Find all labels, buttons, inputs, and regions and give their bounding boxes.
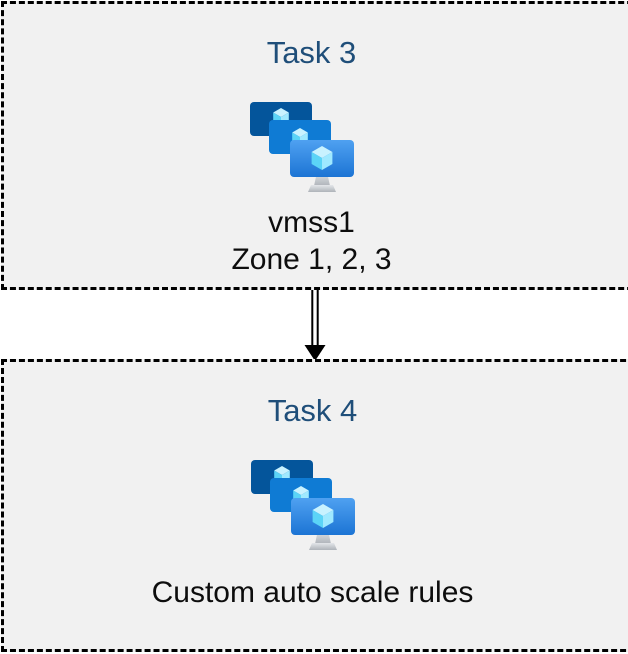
arrowhead-icon — [304, 345, 326, 361]
task3-title: Task 3 — [266, 35, 357, 70]
task3-label-name: vmss1 — [268, 206, 355, 239]
arrow-line-left — [311, 290, 314, 347]
task4-title: Task 4 — [267, 393, 358, 428]
vm-scale-sets-icon — [250, 460, 355, 552]
task3-label-zones: Zone 1, 2, 3 — [231, 243, 392, 276]
task3-box: Task 3 — [1, 1, 628, 290]
down-arrow-connector — [304, 290, 326, 361]
task4-label: Custom auto scale rules — [151, 576, 474, 609]
arrow-line-right — [316, 290, 319, 347]
task4-box: Task 4 — [1, 359, 628, 652]
vm-scale-sets-icon — [249, 102, 354, 194]
